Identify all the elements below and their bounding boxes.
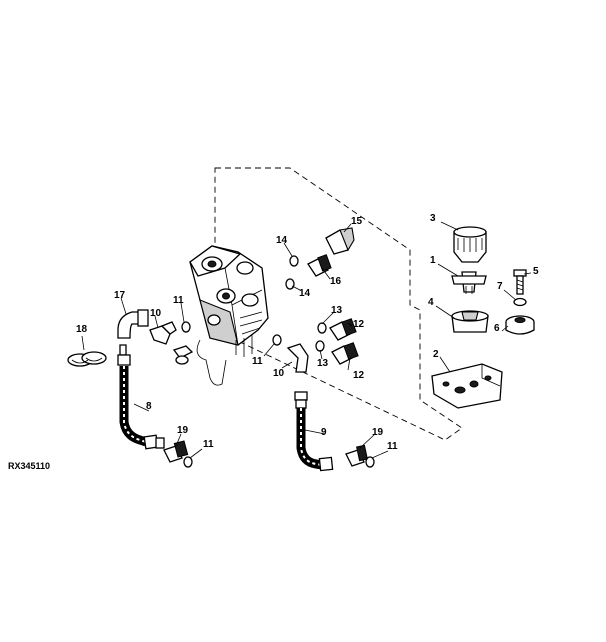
hose-9 [294, 391, 334, 472]
cap-screw-5 [513, 269, 527, 295]
o-ring-13-upper [317, 322, 327, 334]
o-ring-11-upper [181, 321, 191, 333]
callout-14-upper: 14 [276, 235, 288, 246]
callout-10-lower: 10 [273, 368, 285, 379]
clamp-18 [67, 351, 107, 367]
callout-19-right: 19 [372, 427, 384, 438]
callout-1: 1 [430, 255, 436, 266]
callout-3: 3 [430, 213, 436, 224]
callout-13-upper: 13 [331, 305, 343, 316]
callout-9: 9 [321, 427, 327, 438]
reference-code: RX345110 [8, 461, 50, 471]
callout-14-lower: 14 [299, 288, 311, 299]
leader-lines [81, 221, 532, 459]
callout-18: 18 [76, 324, 88, 335]
callout-5: 5 [533, 266, 539, 277]
o-ring-11-lower-left [183, 456, 193, 468]
callout-7: 7 [497, 281, 503, 292]
callout-12-lower: 12 [353, 370, 365, 381]
callout-4: 4 [428, 297, 434, 308]
callout-12-upper: 12 [353, 319, 365, 330]
washer-7 [513, 297, 527, 307]
elbow-fitting-10-upper [149, 321, 177, 345]
callout-2: 2 [433, 349, 439, 360]
hose-8 [117, 344, 165, 450]
callout-6: 6 [494, 323, 500, 334]
callout-11-lower-left: 11 [203, 439, 214, 450]
callout-11-lower-right: 11 [387, 441, 398, 452]
steering-valve-assembly [172, 245, 269, 386]
o-ring-11-lower-right [365, 456, 375, 468]
callout-13-lower: 13 [317, 358, 329, 369]
callout-15: 15 [351, 216, 363, 227]
fitting-12-lower [331, 342, 359, 365]
callout-11-upper: 11 [173, 295, 184, 306]
assembly-boundary [214, 167, 463, 441]
elbow-fitting-10-lower [286, 343, 309, 373]
o-ring-14-lower [285, 278, 295, 290]
adapter-fitting-16 [307, 254, 332, 277]
fitting-12-upper [329, 318, 357, 341]
fitting-19-left [163, 440, 189, 463]
callout-10-upper: 10 [150, 308, 162, 319]
elbow-fitting-15 [325, 227, 355, 255]
o-ring-13-lower [315, 340, 325, 352]
fitting-19-right [345, 444, 368, 467]
elbow-fitting-17 [117, 309, 149, 339]
callout-17: 17 [114, 290, 126, 301]
callout-8: 8 [146, 401, 152, 412]
callout-16: 16 [330, 276, 342, 287]
callouts: 3 1 4 2 5 7 6 8 9 10 10 11 11 11 11 12 1… [76, 213, 539, 452]
bracket-2 [431, 363, 503, 409]
callout-19-left: 19 [177, 425, 189, 436]
o-ring-11-mid [272, 334, 282, 346]
callout-11-mid: 11 [252, 356, 263, 367]
steering-shaft-coupler-3 [453, 226, 487, 263]
bushing-4 [451, 310, 489, 333]
isolator-6 [505, 315, 535, 335]
o-ring-14-upper [289, 255, 299, 267]
coupler-1 [451, 271, 487, 294]
